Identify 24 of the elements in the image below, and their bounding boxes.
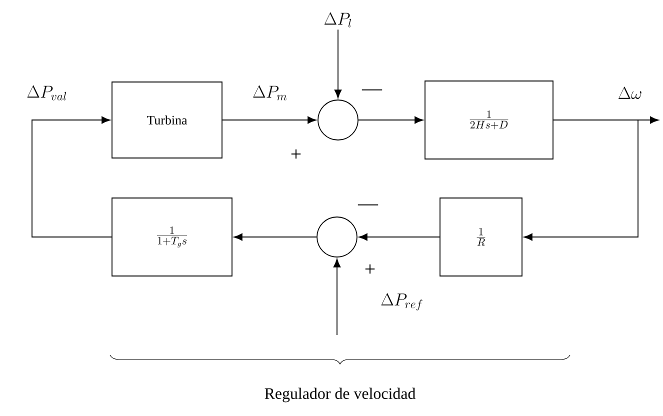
- sign-label: +: [365, 264, 375, 274]
- edge-label: $\Delta\omega$: [616, 86, 644, 100]
- arrow: [234, 233, 317, 241]
- transfer-block: $\frac{1}{2Hs+D}$: [424, 80, 554, 160]
- arrow: [358, 116, 424, 124]
- arrow: [32, 116, 112, 238]
- edge-label: $\Delta P_{ref}$: [380, 292, 424, 312]
- input-label: $\Delta P_l$: [324, 12, 352, 28]
- arrow: [524, 120, 638, 241]
- summing-junction: [318, 100, 358, 140]
- group-label: Regulador de velocidad: [264, 388, 416, 402]
- transfer-block: Turbina: [112, 82, 222, 158]
- sign-label: —: [362, 89, 382, 90]
- transfer-block: $\frac{1}{R}$: [440, 198, 522, 276]
- arrow: [333, 258, 341, 336]
- transfer-block: $\frac{1}{1+T_g s}$: [112, 198, 232, 276]
- sign-label: +: [291, 149, 301, 159]
- summing-junction: [316, 216, 358, 258]
- edge-label: $\Delta P_m$: [252, 84, 288, 102]
- arrow: [222, 116, 316, 124]
- arrow: [358, 233, 440, 241]
- sign-label: —: [358, 204, 378, 206]
- arrow: [334, 29, 342, 98]
- edge-label: $\Delta P_{val}$: [26, 84, 68, 102]
